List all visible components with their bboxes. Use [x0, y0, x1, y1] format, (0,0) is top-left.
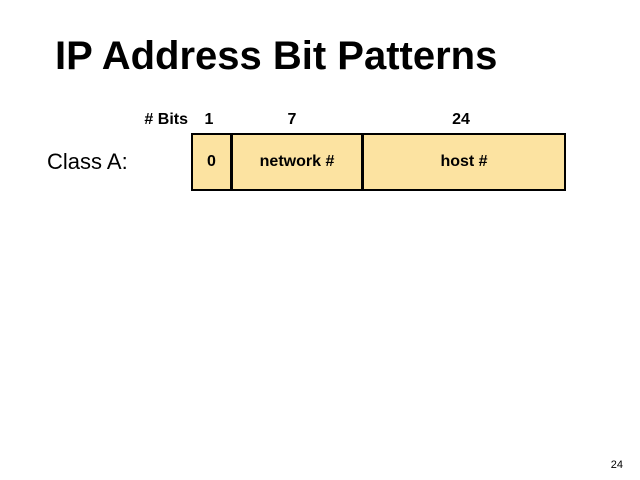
field-leading-bit: 0	[193, 135, 230, 189]
field-host-number: host #	[361, 135, 564, 189]
class-a-label: Class A:	[47, 149, 128, 174]
bits-header-label: # Bits	[144, 111, 188, 128]
field-network-number: network #	[230, 135, 361, 189]
bit-count-host-field: 24	[452, 111, 470, 128]
page-number: 24	[610, 459, 623, 471]
address-field-row: 0 network # host #	[191, 133, 566, 191]
slide-title: IP Address Bit Patterns	[55, 34, 498, 78]
bit-count-first-field: 1	[204, 111, 214, 128]
bit-count-network-field: 7	[287, 111, 297, 128]
